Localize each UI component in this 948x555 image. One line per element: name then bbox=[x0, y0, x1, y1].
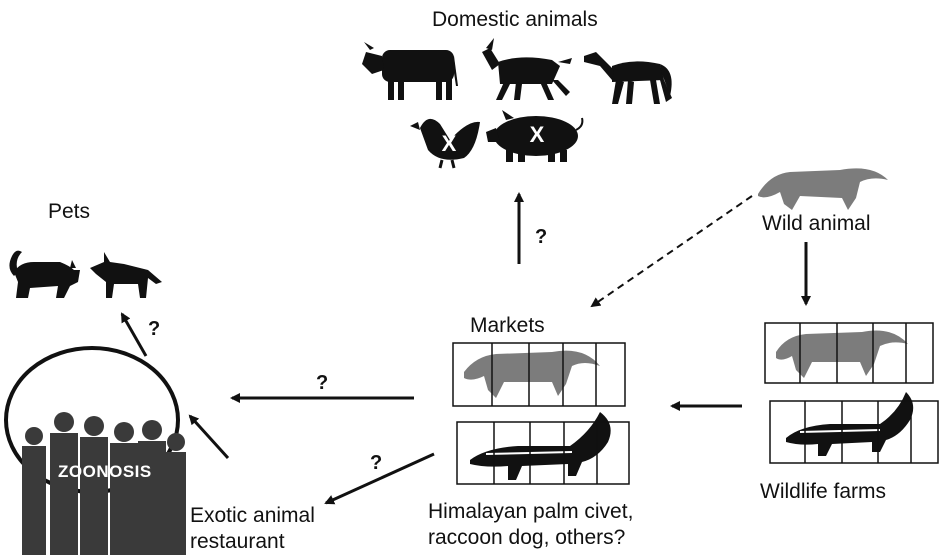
species-label-line2: raccoon dog, others? bbox=[428, 526, 625, 550]
question-mark-zoonosis: ? bbox=[316, 372, 328, 395]
pig-excluded-mark: X bbox=[530, 122, 545, 147]
restaurant-label-line2: restaurant bbox=[190, 530, 285, 554]
zoonosis-label: ZOONOSIS bbox=[58, 462, 152, 482]
pets-label: Pets bbox=[48, 200, 90, 224]
farm-cage-civet bbox=[765, 323, 933, 383]
wildlife-farms-label: Wildlife farms bbox=[760, 480, 886, 504]
cat-icon bbox=[9, 251, 80, 298]
arrow-zoonosis-to-pets bbox=[122, 314, 146, 356]
farm-cage-raccoon-dog bbox=[770, 392, 938, 463]
question-mark-domestic: ? bbox=[535, 226, 547, 249]
wild-animal-icon bbox=[758, 168, 888, 210]
market-cage-civet bbox=[453, 343, 625, 406]
wild-animal-label: Wild animal bbox=[762, 212, 871, 236]
arrow-restaurant-to-zoonosis bbox=[190, 416, 228, 458]
restaurant-label-line1: Exotic animal bbox=[190, 504, 315, 528]
question-mark-restaurant: ? bbox=[370, 452, 382, 475]
dog-icon bbox=[90, 252, 162, 298]
market-cage-raccoon-dog bbox=[457, 412, 629, 484]
question-mark-pets: ? bbox=[148, 318, 160, 341]
horse-icon bbox=[584, 52, 672, 104]
domestic-animals-label: Domestic animals bbox=[432, 8, 598, 32]
arrow-wild-to-markets bbox=[592, 196, 752, 306]
species-label-line1: Himalayan palm civet, bbox=[428, 500, 633, 524]
cow-icon bbox=[362, 42, 458, 100]
chicken-excluded-mark: X bbox=[442, 131, 457, 156]
goat-icon bbox=[482, 38, 572, 100]
markets-label: Markets bbox=[470, 314, 545, 338]
